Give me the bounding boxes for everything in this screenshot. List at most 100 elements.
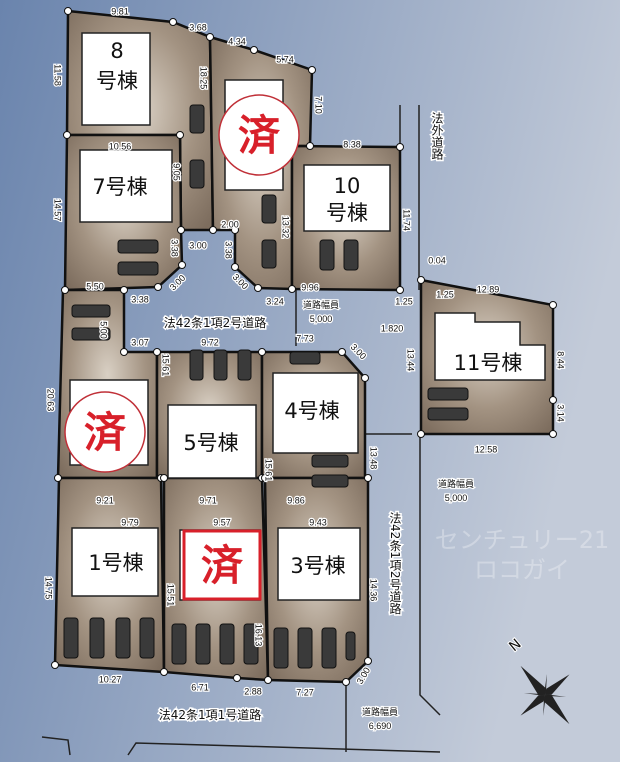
lot-10-number: 10 — [334, 174, 361, 198]
dimension-label: 9.57 — [213, 517, 231, 527]
dimension-label: 3.00 — [189, 240, 207, 250]
boundary-marker — [549, 301, 557, 309]
road-width-label-upper: 道路幅員 — [303, 299, 339, 310]
dimension-label: 9.21 — [96, 495, 114, 505]
dimension-label: 8.38 — [343, 139, 361, 149]
road-label-2go-upper: 法42条1項2号道路 — [164, 315, 267, 330]
dimension-label: 3.68 — [189, 22, 207, 32]
road-lines — [41, 105, 441, 756]
boundary-marker — [154, 283, 162, 291]
watermark-box: センチュリー21 ロコガイ — [435, 526, 610, 584]
svg-text:済: 済 — [201, 541, 244, 590]
dimension-label: 12.58 — [475, 444, 498, 454]
boundary-marker — [364, 657, 372, 665]
lot-4-label: 4号棟 — [284, 399, 339, 423]
boundary-marker — [178, 261, 186, 269]
dimension-label: 9.43 — [309, 517, 327, 527]
dimension-label: 5.74 — [276, 54, 294, 64]
dimension-label: 1.25 — [436, 289, 454, 299]
sold-stamp-lot-9: 済 — [218, 94, 300, 176]
dimension-label: 9.81 — [111, 6, 129, 16]
dimension-label: 9.72 — [201, 337, 219, 347]
lot-1-label: 1号棟 — [88, 551, 143, 575]
car-icon — [89, 617, 105, 659]
dimension-label: 18.25 — [199, 67, 209, 90]
dimension-label: 7.10 — [314, 96, 324, 114]
dimension-label: 9.86 — [287, 495, 305, 505]
boundary-marker — [209, 226, 217, 234]
boundary-marker — [258, 348, 266, 356]
road-width-label-bottom: 道路幅員 — [362, 706, 398, 717]
building-11 — [434, 312, 546, 381]
sold-stamp-lot-6: 済 — [64, 391, 146, 473]
lot-5-label: 5号棟 — [183, 431, 238, 455]
dimension-label: 0.04 — [428, 255, 446, 265]
car-icon — [289, 351, 321, 365]
car-icon — [427, 387, 469, 401]
lot-10-suffix: 号棟 — [326, 201, 368, 225]
car-icon — [321, 627, 337, 669]
car-icon — [189, 159, 205, 189]
dimension-label: 10.27 — [99, 674, 122, 684]
boundary-marker — [417, 430, 425, 438]
compass-icon — [520, 665, 570, 725]
car-icon — [243, 623, 259, 665]
dimension-label: 10.56 — [109, 141, 132, 151]
dimension-label: 7.27 — [296, 687, 314, 697]
dimension-label: 11.74 — [402, 209, 412, 231]
car-icon — [213, 349, 228, 381]
dimension-label: 3.38 — [170, 239, 180, 257]
boundary-marker — [364, 474, 372, 482]
dimension-label: 9.05 — [172, 163, 182, 181]
road-label-outside: 法外道路 — [430, 112, 444, 161]
road-label-2go-right: 法42条1項2号道路 — [388, 512, 402, 616]
svg-text:済: 済 — [84, 408, 127, 457]
boundary-marker — [120, 286, 128, 294]
building-5 — [167, 404, 257, 479]
dimension-label: 3.24 — [266, 296, 284, 306]
car-icon — [63, 617, 79, 659]
lot-3-label: 3号棟 — [290, 554, 345, 578]
car-icon — [311, 454, 349, 468]
car-icon — [117, 261, 159, 276]
building-3 — [277, 527, 361, 601]
lot-11-label: 11号棟 — [454, 351, 523, 375]
car-icon — [273, 627, 289, 669]
car-icon — [297, 627, 313, 669]
building-4 — [272, 372, 359, 454]
boundary-marker — [361, 374, 369, 382]
dimension-label: 8.44 — [556, 351, 566, 369]
car-icon — [427, 407, 469, 421]
dimension-label: 14.57 — [53, 199, 63, 222]
car-icon — [189, 104, 205, 134]
car-icon — [195, 623, 211, 665]
boundary-marker — [231, 263, 239, 271]
building-1 — [71, 527, 159, 597]
dimension-label: 5.00 — [99, 321, 109, 339]
dimension-label: 2.00 — [221, 219, 239, 229]
dimension-label: 3.14 — [556, 404, 566, 422]
boundary-marker — [169, 18, 177, 26]
boundary-marker — [396, 286, 404, 294]
boundary-marker — [264, 676, 272, 684]
dimension-label: 13.32 — [281, 216, 291, 239]
car-icon — [261, 239, 277, 269]
dimension-label: 3.07 — [131, 337, 149, 347]
car-icon — [189, 349, 204, 381]
boundary-marker — [549, 396, 557, 404]
dimension-label: 1.25 — [395, 296, 413, 306]
car-icon — [71, 304, 111, 318]
car-icon — [115, 617, 131, 659]
boundary-marker — [176, 131, 184, 139]
dimension-label: 3.38 — [131, 294, 149, 304]
boundary-marker — [160, 668, 168, 676]
lot-8-suffix: 号棟 — [96, 69, 138, 93]
car-icon — [171, 623, 187, 665]
dimension-label: 1.820 — [381, 323, 404, 333]
dimension-label: 13.44 — [406, 349, 416, 372]
boundary-marker — [549, 430, 557, 438]
dimension-label: 11.58 — [53, 64, 63, 86]
boundary-marker — [396, 143, 404, 151]
